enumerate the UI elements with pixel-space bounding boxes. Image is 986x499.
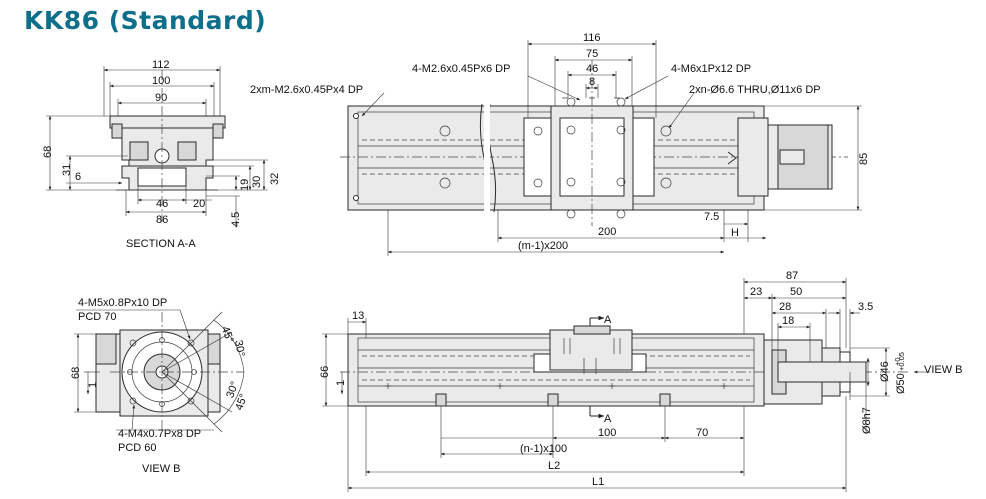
section-mark-a-bottom: A xyxy=(604,413,612,425)
dim-fr-50: 50 xyxy=(790,286,802,298)
dim-sec-4-5: 4.5 xyxy=(230,212,242,227)
dim-fr-23: 23 xyxy=(750,286,762,298)
dim-sec-19: 19 xyxy=(239,179,251,191)
dim-fr-d50: Ø50 xyxy=(895,373,907,394)
dim-vb-45b: 45° xyxy=(233,392,250,412)
dim-fr-l1: L1 xyxy=(592,476,604,488)
dim-fr-87: 87 xyxy=(786,270,798,282)
dim-top-75: 75 xyxy=(586,48,598,60)
dim-fr-1: 1 xyxy=(335,380,347,386)
dim-sec-30: 30 xyxy=(251,176,263,188)
callout-pcd70: PCD 70 xyxy=(78,311,117,323)
top-view xyxy=(340,40,862,256)
view-b-label: VIEW B xyxy=(142,463,181,475)
dim-sec-86: 86 xyxy=(156,214,168,226)
dim-vb-30b: 30° xyxy=(224,380,241,400)
dim-vb-30a: 30° xyxy=(232,339,247,357)
view-b-pointer-label: VIEW B xyxy=(924,364,963,376)
dim-top-7-5: 7.5 xyxy=(704,211,719,223)
dim-vb-68: 68 xyxy=(70,367,82,379)
dim-sec-68: 68 xyxy=(42,146,54,158)
dim-top-46: 46 xyxy=(586,63,598,75)
dim-vb-45a: 45° xyxy=(219,325,236,345)
callout-m5x0-8: 4-M5x0.8Px10 DP xyxy=(78,297,167,309)
callout-m4x0-7: 4-M4x0.7Px8 DP xyxy=(118,428,201,440)
dim-top-116: 116 xyxy=(583,32,601,44)
dim-fr-tol-lower: +0 xyxy=(893,357,902,366)
callout-m2-6-x6: 4-M2.6x0.45Px6 DP xyxy=(412,63,510,75)
page-title: KK86 (Standard) xyxy=(24,6,267,35)
dim-top-m-1-x200: (m-1)x200 xyxy=(518,240,568,252)
section-aa-view xyxy=(46,66,268,228)
dim-fr-l2: L2 xyxy=(548,460,560,472)
dim-top-h: H xyxy=(731,227,739,239)
dim-fr-d46: Ø46 xyxy=(879,361,891,382)
dim-sec-90: 90 xyxy=(155,92,167,104)
callout-thru-hole: 2xn-Ø6.6 THRU,Ø11x6 DP xyxy=(689,84,821,96)
dim-sec-31: 31 xyxy=(61,164,73,176)
dim-vb-1: 1 xyxy=(87,382,99,388)
dim-sec-32: 32 xyxy=(269,173,281,185)
section-aa-label: SECTION A-A xyxy=(126,238,196,250)
dim-sec-46: 46 xyxy=(156,198,168,210)
dim-fr-tol-upper: +0.05 xyxy=(897,352,906,371)
dim-top-85: 85 xyxy=(858,153,870,165)
view-b xyxy=(74,309,245,433)
dim-fr-18: 18 xyxy=(782,315,794,327)
dim-fr-13: 13 xyxy=(352,310,364,322)
callout-m6x1: 4-M6x1Px12 DP xyxy=(671,63,751,75)
front-view xyxy=(322,278,930,492)
dim-sec-100: 100 xyxy=(152,75,170,87)
dim-fr-66: 66 xyxy=(319,366,331,378)
callout-pcd60: PCD 60 xyxy=(118,442,157,454)
dim-fr-100: 100 xyxy=(598,427,616,439)
dim-fr-28: 28 xyxy=(779,301,791,313)
dim-fr-n-1-x100: (n-1)x100 xyxy=(520,443,567,455)
dim-fr-d8h7: Ø8h7 xyxy=(861,407,873,434)
dim-fr-3-5: 3.5 xyxy=(858,301,873,313)
callout-m2-6-x4: 2xm-M2.6x0.45Px4 DP xyxy=(250,84,363,96)
dim-sec-20: 20 xyxy=(193,198,205,210)
section-mark-a-top: A xyxy=(604,314,612,326)
dim-top-8: 8 xyxy=(589,76,595,88)
dim-sec-112: 112 xyxy=(152,59,170,71)
dim-sec-6: 6 xyxy=(75,171,81,183)
dim-top-200: 200 xyxy=(598,226,616,238)
dim-fr-70: 70 xyxy=(696,427,708,439)
